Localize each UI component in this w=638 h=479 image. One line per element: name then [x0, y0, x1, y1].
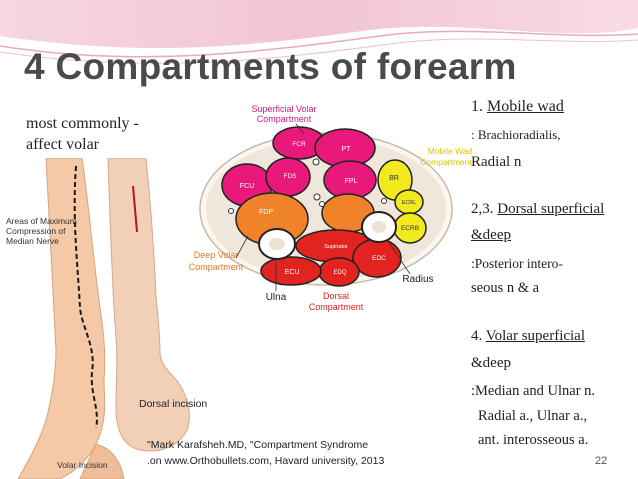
- dorsal-incision-label: Dorsal incision: [139, 398, 207, 410]
- fds-label: FDS: [284, 173, 298, 180]
- dorsal-supply: :Posterior intero-: [471, 256, 563, 272]
- volar-incision-label: Volar Incision: [57, 460, 108, 470]
- mobile-wad-title: Mobile wad: [487, 98, 564, 115]
- forearm-cross-section: Superficial Volar Compartment Mobile Wad…: [186, 96, 476, 316]
- dorsal-heading: 2,3. Dorsal superficial: [471, 201, 604, 218]
- fcr-label: FCR: [292, 141, 306, 148]
- mobile-wad-nerve: Radial n: [471, 154, 521, 171]
- nerve-dot: [314, 194, 320, 200]
- ecrb-label: ECRB: [401, 225, 419, 232]
- volar-heading: 4. Volar superficial: [471, 328, 585, 345]
- citation: "Mark Karafsheh.MD, "Compartment Syndrom…: [147, 437, 384, 469]
- compression-label-line: Median Nerve: [6, 236, 77, 246]
- deep-volar-label: Deep Volar: [194, 250, 239, 260]
- ecu-label: ECU: [285, 269, 300, 276]
- supinator-label: Supinator: [324, 244, 348, 250]
- nerve-dot: [313, 159, 319, 165]
- edq-label: EDQ: [333, 270, 346, 276]
- radius-marrow: [372, 221, 386, 233]
- page-number: 22: [595, 455, 607, 467]
- br-label: BR: [389, 175, 399, 182]
- dorsal-supply: seous n & a: [471, 280, 539, 297]
- superficial-volar-label: Superficial Volar: [251, 104, 316, 114]
- compression-label-line: Compression of: [6, 226, 77, 236]
- superficial-volar-label: Compartment: [257, 114, 312, 124]
- list-number: 1.: [471, 98, 487, 115]
- maximum-compression-label: Areas of Maximum Compression of Median N…: [6, 216, 77, 246]
- compression-label-line: Areas of Maximum: [6, 216, 77, 226]
- volar-note-line: affect volar: [26, 134, 166, 155]
- mobile-wad-muscles: : Brachioradialis,: [471, 127, 561, 143]
- pt-label: PT: [342, 146, 352, 153]
- citation-line: .on www.Orthobullets.com, Havard univers…: [147, 453, 384, 469]
- volar-heading-cont: &deep: [471, 355, 511, 372]
- volar-note-line: most commonly -: [26, 113, 166, 134]
- volar-note: most commonly - affect volar: [26, 113, 166, 155]
- dorsal-title: Dorsal superficial: [497, 201, 604, 217]
- list-number: 4.: [471, 328, 486, 344]
- ulna-marrow: [269, 238, 285, 250]
- dorsal-label: Compartment: [309, 302, 364, 312]
- dorsal-label: Dorsal: [323, 291, 349, 301]
- fpl-label: FPL: [345, 178, 358, 185]
- volar-supply: ant. interosseous a.: [478, 432, 588, 449]
- edc-label: EDC: [372, 255, 386, 262]
- volar-supply: :Median and Ulnar n.: [471, 383, 595, 400]
- mobile-wad-label: Compartment: [420, 157, 472, 167]
- ecrl-label: ECRL: [402, 200, 417, 206]
- fcu-label: FCU: [240, 183, 254, 190]
- nerve-dot: [320, 202, 325, 207]
- radius-label: Radius: [402, 274, 433, 285]
- fdp-label: FDP: [259, 209, 273, 216]
- deep-volar-label: Compartment: [189, 262, 244, 272]
- dorsal-title-cont: &deep: [471, 227, 511, 243]
- ulna-label: Ulna: [266, 292, 287, 303]
- citation-line: "Mark Karafsheh.MD, "Compartment Syndrom…: [147, 437, 384, 453]
- mobile-wad-heading: 1. Mobile wad: [471, 98, 564, 116]
- dorsal-heading-cont: &deep: [471, 227, 511, 244]
- nerve-dot: [229, 209, 234, 214]
- volar-arm: [18, 158, 105, 479]
- list-number: 2,3.: [471, 201, 497, 217]
- volar-supply: Radial a., Ulnar a.,: [478, 408, 587, 425]
- mobile-wad-label: Mobile Wad: [428, 146, 473, 156]
- slide-title: 4 Compartments of forearm: [24, 46, 517, 88]
- forearm-incision-illustration: [0, 158, 210, 479]
- volar-title: Volar superficial: [486, 328, 585, 344]
- nerve-dot: [382, 199, 387, 204]
